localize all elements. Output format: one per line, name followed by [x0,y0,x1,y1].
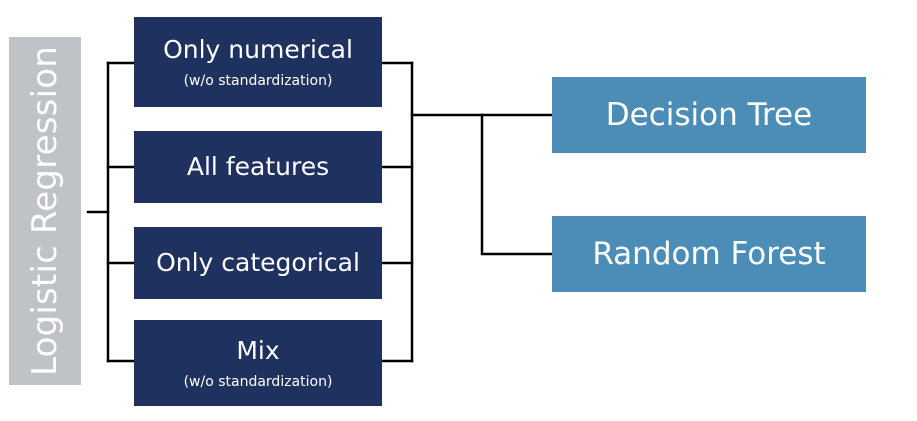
only-categorical-box: Only categorical [134,227,382,299]
all-features-box: All features [134,131,382,203]
logistic-regression-box: Logistic Regression [9,37,81,385]
logistic-regression-label: Logistic Regression [25,46,65,376]
mix-label: Mix [236,335,280,365]
only-numerical-sublabel: (w/o standardization) [183,72,333,89]
random-forest-label: Random Forest [592,236,826,272]
only-numerical-label: Only numerical [163,34,353,64]
only-categorical-label: Only categorical [156,248,360,277]
decision-tree-label: Decision Tree [605,97,813,133]
random-forest-box: Random Forest [552,216,866,292]
mix-sublabel: (w/o standardization) [183,373,333,390]
decision-tree-box: Decision Tree [552,77,866,153]
all-features-label: All features [186,152,330,181]
mix-box: Mix (w/o standardization) [134,320,382,406]
only-numerical-box: Only numerical (w/o standardization) [134,17,382,107]
model-branch [480,113,554,256]
